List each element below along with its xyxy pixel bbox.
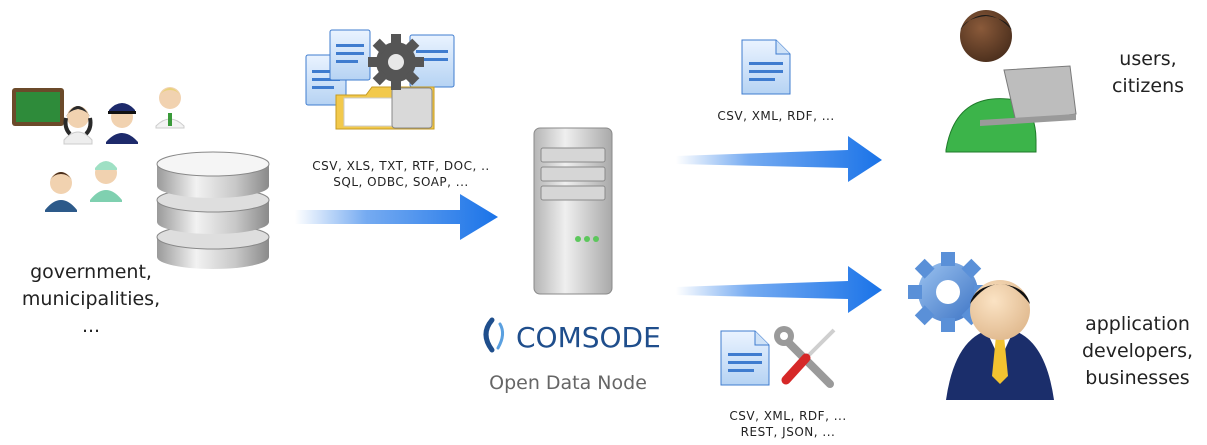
node-subtitle: Open Data Node bbox=[489, 372, 647, 394]
man-icon bbox=[45, 172, 77, 212]
comsode-logo-icon bbox=[483, 317, 505, 353]
developers-label: application developers, businesses bbox=[1068, 311, 1207, 392]
users-label-line: citizens bbox=[1111, 75, 1185, 97]
arrow-node-to-users bbox=[676, 136, 882, 182]
sources-label-line: ... bbox=[81, 315, 101, 337]
developer-gear-icon bbox=[908, 252, 1054, 400]
developers-label-line: application bbox=[1085, 313, 1190, 335]
input-formats-label: CSV, XLS, TXT, RTF, DOC, .. SQL, ODBC, S… bbox=[280, 158, 522, 190]
developers-formats-label: CSV, XML, RDF, ... REST, JSON, ... bbox=[706, 408, 870, 440]
nurse-icon bbox=[90, 161, 122, 202]
document-icon bbox=[741, 39, 791, 95]
developers-formats-line: CSV, XML, RDF, ... bbox=[729, 409, 847, 423]
developers-label-line: businesses bbox=[1085, 367, 1190, 389]
sources-label-line: government, bbox=[30, 261, 152, 283]
arrow-node-to-developers bbox=[676, 266, 882, 313]
blackboard-icon bbox=[12, 88, 64, 126]
users-formats-label: CSV, XML, RDF, ... bbox=[717, 109, 835, 123]
input-formats-line: SQL, ODBC, SOAP, ... bbox=[333, 175, 469, 189]
database-icon bbox=[156, 151, 270, 269]
police-officer-icon bbox=[106, 103, 138, 144]
server-icon bbox=[533, 127, 613, 295]
users-label: users, citizens bbox=[1096, 46, 1200, 100]
input-formats-line: CSV, XLS, TXT, RTF, DOC, .. bbox=[312, 159, 490, 173]
developers-label-line: developers, bbox=[1081, 340, 1194, 362]
sources-label: government, municipalities, ... bbox=[0, 259, 182, 340]
user-laptop-icon bbox=[945, 10, 1077, 153]
developers-formats-line: REST, JSON, ... bbox=[740, 425, 836, 439]
documents-gear-folder-icon bbox=[305, 29, 455, 130]
document-icon bbox=[720, 330, 770, 386]
man-tie-icon bbox=[155, 87, 185, 129]
tools-icon bbox=[774, 326, 836, 388]
sources-label-line: municipalities, bbox=[21, 288, 161, 310]
users-label-line: users, bbox=[1119, 48, 1177, 70]
arrow-sources-to-node bbox=[295, 194, 498, 240]
comsode-brand: COMSODE bbox=[516, 321, 661, 354]
woman-icon bbox=[63, 106, 93, 145]
